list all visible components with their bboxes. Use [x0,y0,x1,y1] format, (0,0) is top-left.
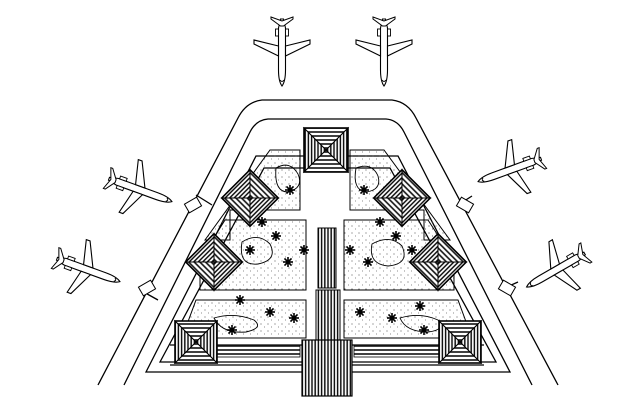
tree [283,257,293,267]
tree [415,301,425,311]
tree [345,245,355,255]
pavilion-roof [437,319,483,365]
tree [285,185,295,195]
tree [391,231,401,241]
pavilion-roof [372,168,432,228]
tree [419,325,429,335]
tree [265,307,275,317]
airplane [512,227,601,312]
airplane [44,231,131,309]
spine-walkway-entrance [301,339,353,397]
airplane [253,16,311,87]
airplane [355,16,413,87]
airplane [467,131,554,209]
tree [245,245,255,255]
pavilion-roof [184,232,244,292]
pavilions [173,126,483,365]
tree [375,217,385,227]
tree [359,185,369,195]
pavilion-roof [302,126,350,174]
tree [257,217,267,227]
tree [355,307,365,317]
tree [407,245,417,255]
tree [235,295,245,305]
airplane [96,151,183,229]
tree [387,313,397,323]
spine-walkway-upper [317,227,337,289]
gate-connectors [137,196,517,297]
pavilion-roof [173,319,219,365]
pavilion-roof [220,168,280,228]
spine-walkway-middle [315,289,341,341]
tree [363,257,373,267]
tree [289,313,299,323]
tree [271,231,281,241]
pavilion-roof [408,232,468,292]
frontage-left [209,344,301,358]
trees [227,185,429,335]
tree [227,325,237,335]
frontage-right [353,344,445,358]
tree [299,245,309,255]
